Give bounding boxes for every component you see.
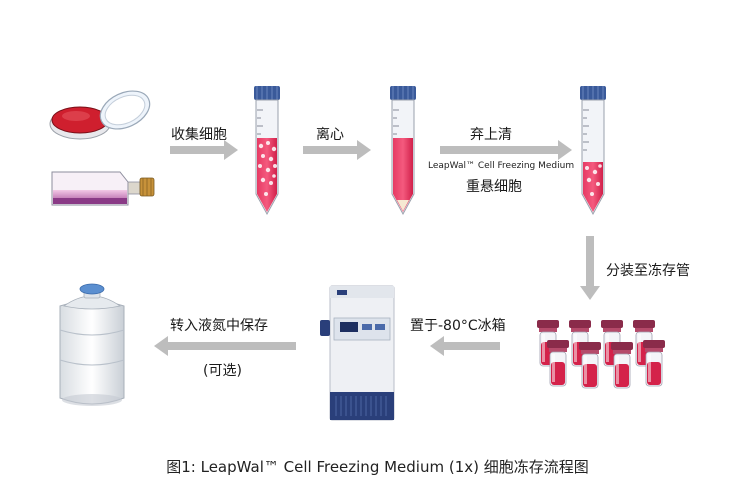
label-discard-supernatant: 弃上清 (470, 127, 512, 143)
label-resuspend-cells: 重悬细胞 (466, 179, 522, 195)
arrow-to-liquid-nitrogen (154, 336, 296, 356)
label-optional: (可选) (203, 363, 242, 379)
label-aliquot: 分装至冻存管 (606, 263, 690, 279)
petri-dish-icon (49, 90, 151, 140)
ultra-low-freezer-icon (320, 285, 395, 421)
label-medium-name: LeapWal™ Cell Freezing Medium (428, 161, 575, 171)
label-freeze-minus80: 置于-80°C冰箱 (410, 318, 506, 334)
arrow-to-freezer (430, 336, 500, 356)
arrow-centrifuge (303, 140, 371, 160)
centrifuge-tube-pellet-icon (390, 86, 416, 216)
liquid-nitrogen-dewar-icon (59, 283, 125, 406)
centrifuge-tube-with-cells-icon (254, 86, 280, 216)
figure-caption: 图1: LeapWal™ Cell Freezing Medium (1x) 细… (166, 458, 589, 476)
centrifuge-tube-resuspended-icon (580, 86, 606, 216)
label-store-liquid-nitrogen: 转入液氮中保存 (170, 318, 268, 334)
label-collect-cells: 收集细胞 (171, 127, 227, 143)
arrow-discard-resuspend (440, 140, 572, 160)
culture-flask-icon (51, 171, 155, 206)
label-centrifuge: 离心 (316, 127, 344, 143)
cryovials-icon (536, 319, 666, 389)
arrow-collect (170, 140, 238, 160)
arrow-aliquot (580, 236, 600, 300)
